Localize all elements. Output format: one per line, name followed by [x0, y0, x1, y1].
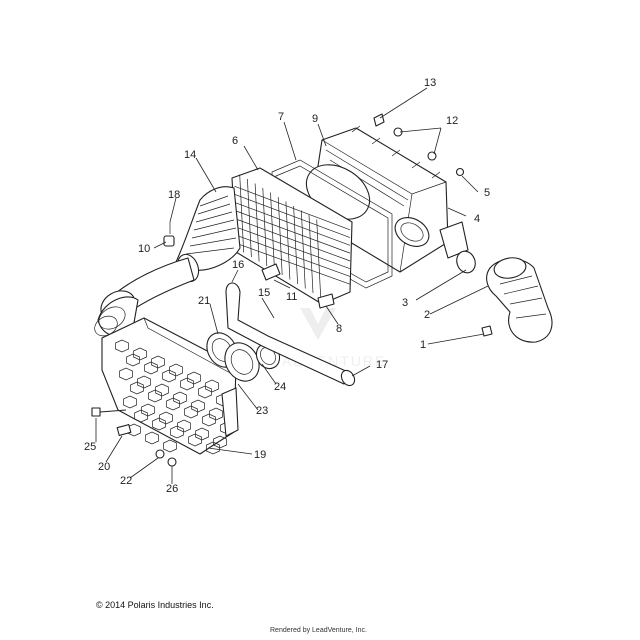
part-label-21: 21 — [198, 295, 210, 307]
part-label-19: 19 — [254, 449, 266, 461]
part-label-20: 20 — [98, 461, 110, 473]
part-label-23: 23 — [256, 405, 268, 417]
part-label-7: 7 — [278, 111, 284, 123]
rendered-by-credit: Rendered by LeadVenture, Inc. — [270, 627, 367, 634]
copyright-notice: © 2014 Polaris Industries Inc. — [96, 600, 214, 610]
part-label-12: 12 — [446, 115, 458, 127]
part-label-16: 16 — [232, 259, 244, 271]
part-label-26: 26 — [166, 483, 178, 495]
part-label-13: 13 — [424, 77, 436, 89]
part-label-1: 1 — [420, 339, 426, 351]
part-label-4: 4 — [474, 213, 480, 225]
part-label-6: 6 — [232, 135, 238, 147]
part-label-2: 2 — [424, 309, 430, 321]
outlet-elbow — [456, 250, 553, 343]
part-label-22: 22 — [120, 475, 132, 487]
part-label-5: 5 — [484, 187, 490, 199]
part-label-14: 14 — [184, 149, 196, 161]
part-label-18: 18 — [168, 189, 180, 201]
part-label-25: 25 — [84, 441, 96, 453]
leader-lines — [95, 87, 489, 484]
part-label-10: 10 — [138, 243, 150, 255]
part-label-17: 17 — [376, 359, 388, 371]
part-label-8: 8 — [336, 323, 342, 335]
coupler-clamps — [206, 332, 281, 382]
part-label-11: 11 — [286, 291, 297, 303]
air-filter-element — [231, 167, 353, 305]
part-label-24: 24 — [274, 381, 286, 393]
part-label-3: 3 — [402, 297, 408, 309]
resonator-box — [101, 317, 239, 455]
part-label-9: 9 — [312, 113, 318, 125]
part-label-15: 15 — [258, 287, 270, 299]
part-number-labels: 13 12 9 7 6 14 18 10 16 15 11 8 5 4 3 2 … — [84, 77, 490, 495]
